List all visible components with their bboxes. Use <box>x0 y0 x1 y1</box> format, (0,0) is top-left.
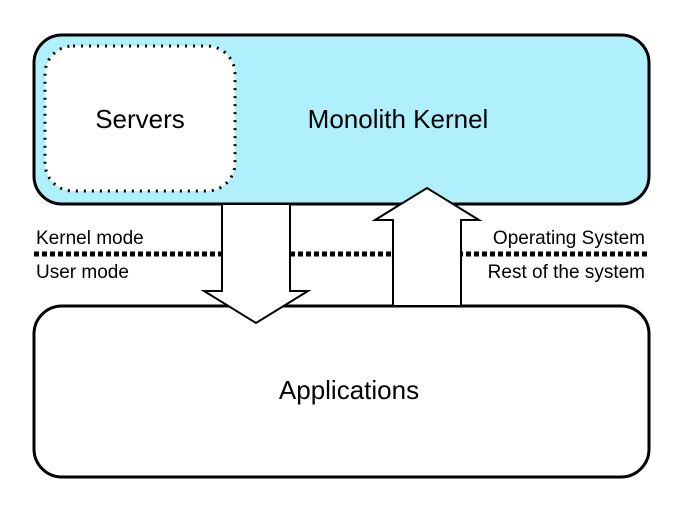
rest-of-system-label: Rest of the system <box>488 262 645 283</box>
servers-label: Servers <box>95 104 185 134</box>
up-arrow <box>371 186 483 307</box>
applications-label: Applications <box>279 375 419 405</box>
user-mode-label: User mode <box>36 262 129 283</box>
kernel-mode-label: Kernel mode <box>36 228 144 249</box>
kernel-label: Monolith Kernel <box>308 104 489 134</box>
down-arrow <box>200 203 312 325</box>
servers-box <box>43 44 237 193</box>
applications-box <box>32 304 651 479</box>
operating-system-label: Operating System <box>493 228 645 249</box>
